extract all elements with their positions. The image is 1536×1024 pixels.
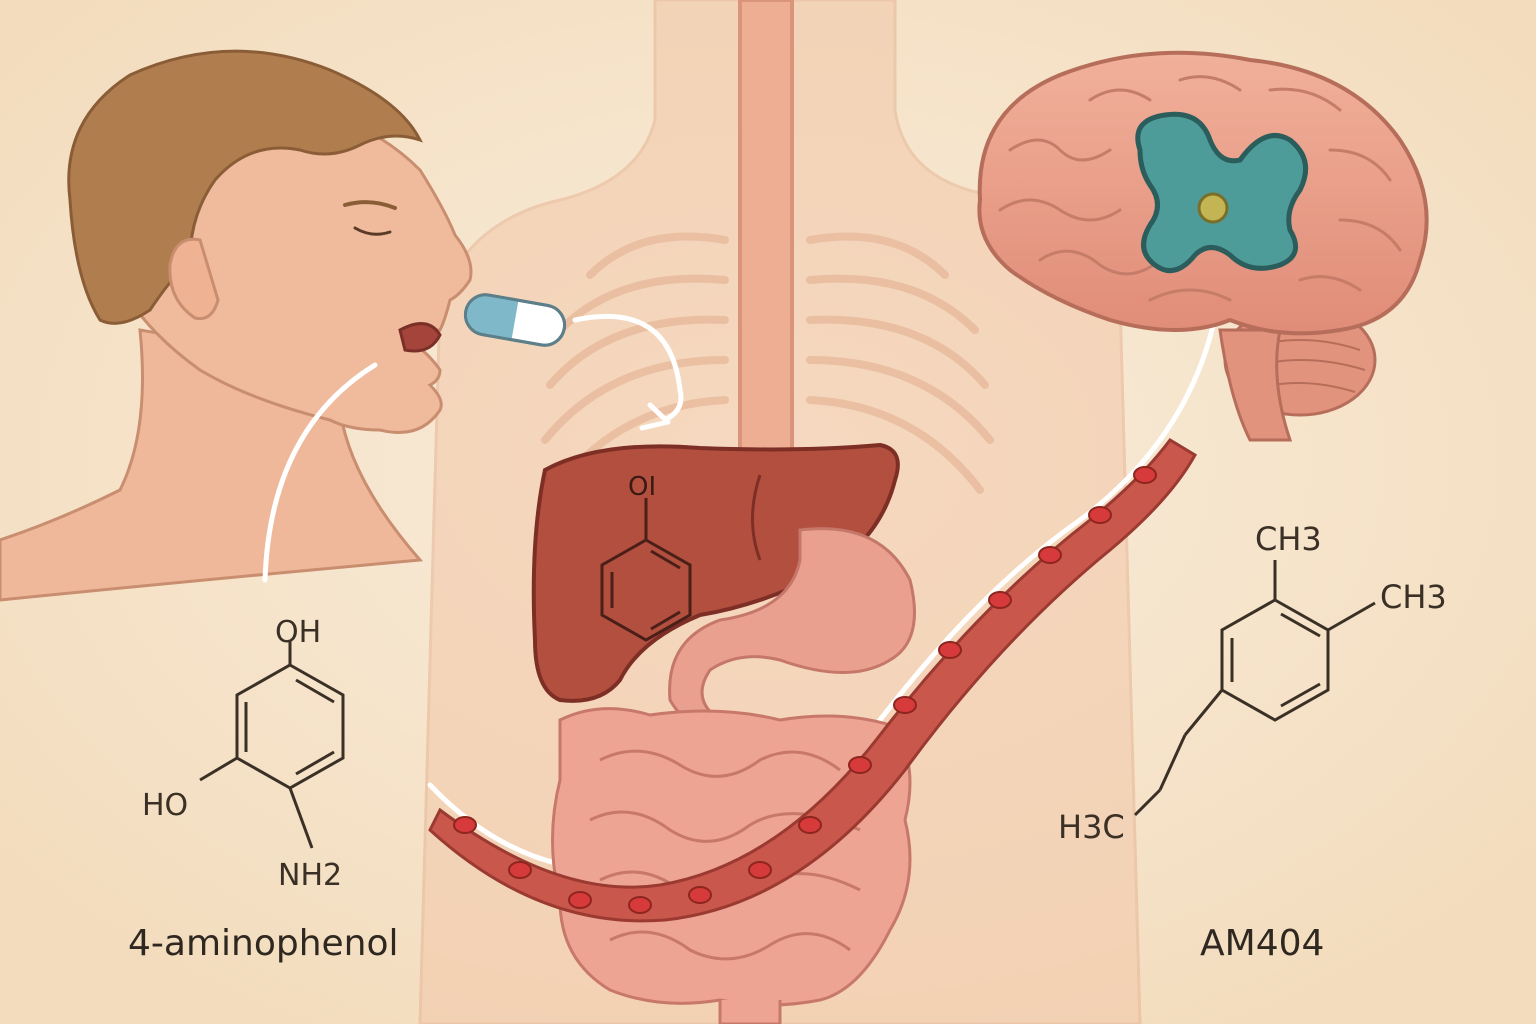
- blood-cell: [848, 756, 872, 774]
- liver: [531, 442, 900, 703]
- molecule-name-left: 4-aminophenol: [128, 923, 399, 964]
- molecule-liver-ring: [600, 498, 692, 642]
- receptor-icon: [1135, 111, 1309, 274]
- blood-cell: [798, 816, 822, 834]
- blood-cell: [1133, 466, 1157, 484]
- molecule-4-aminophenol: [199, 640, 345, 849]
- blood-cell: [1088, 506, 1112, 524]
- blood-cell: [508, 861, 532, 879]
- ribcage: [541, 232, 994, 494]
- blood-cell: [938, 641, 962, 659]
- nh2-label: NH2: [278, 858, 342, 893]
- blood-cell: [628, 896, 652, 914]
- person-head: [0, 49, 473, 602]
- blood-cell: [748, 861, 772, 879]
- oh-label-top: OH: [275, 615, 321, 650]
- capsule-icon: [463, 293, 567, 347]
- liver-molecule-label: OI: [628, 472, 656, 502]
- blood-cell: [453, 816, 477, 834]
- blood-cell: [1038, 546, 1062, 564]
- intestines: [551, 707, 912, 1024]
- blood-cell: [688, 886, 712, 904]
- blood-cells: [453, 466, 1157, 914]
- ch3-label-2: CH3: [1380, 578, 1447, 616]
- blood-cell: [893, 696, 917, 714]
- ch3-label-1: CH3: [1255, 520, 1322, 558]
- molecule-name-right: AM404: [1200, 923, 1324, 964]
- blood-cell: [568, 891, 592, 909]
- blood-cell: [988, 591, 1012, 609]
- h3c-label: H3C: [1058, 808, 1125, 846]
- molecule-am404: [1133, 560, 1376, 817]
- oh-label-left: HO: [142, 788, 188, 823]
- stomach: [668, 527, 916, 726]
